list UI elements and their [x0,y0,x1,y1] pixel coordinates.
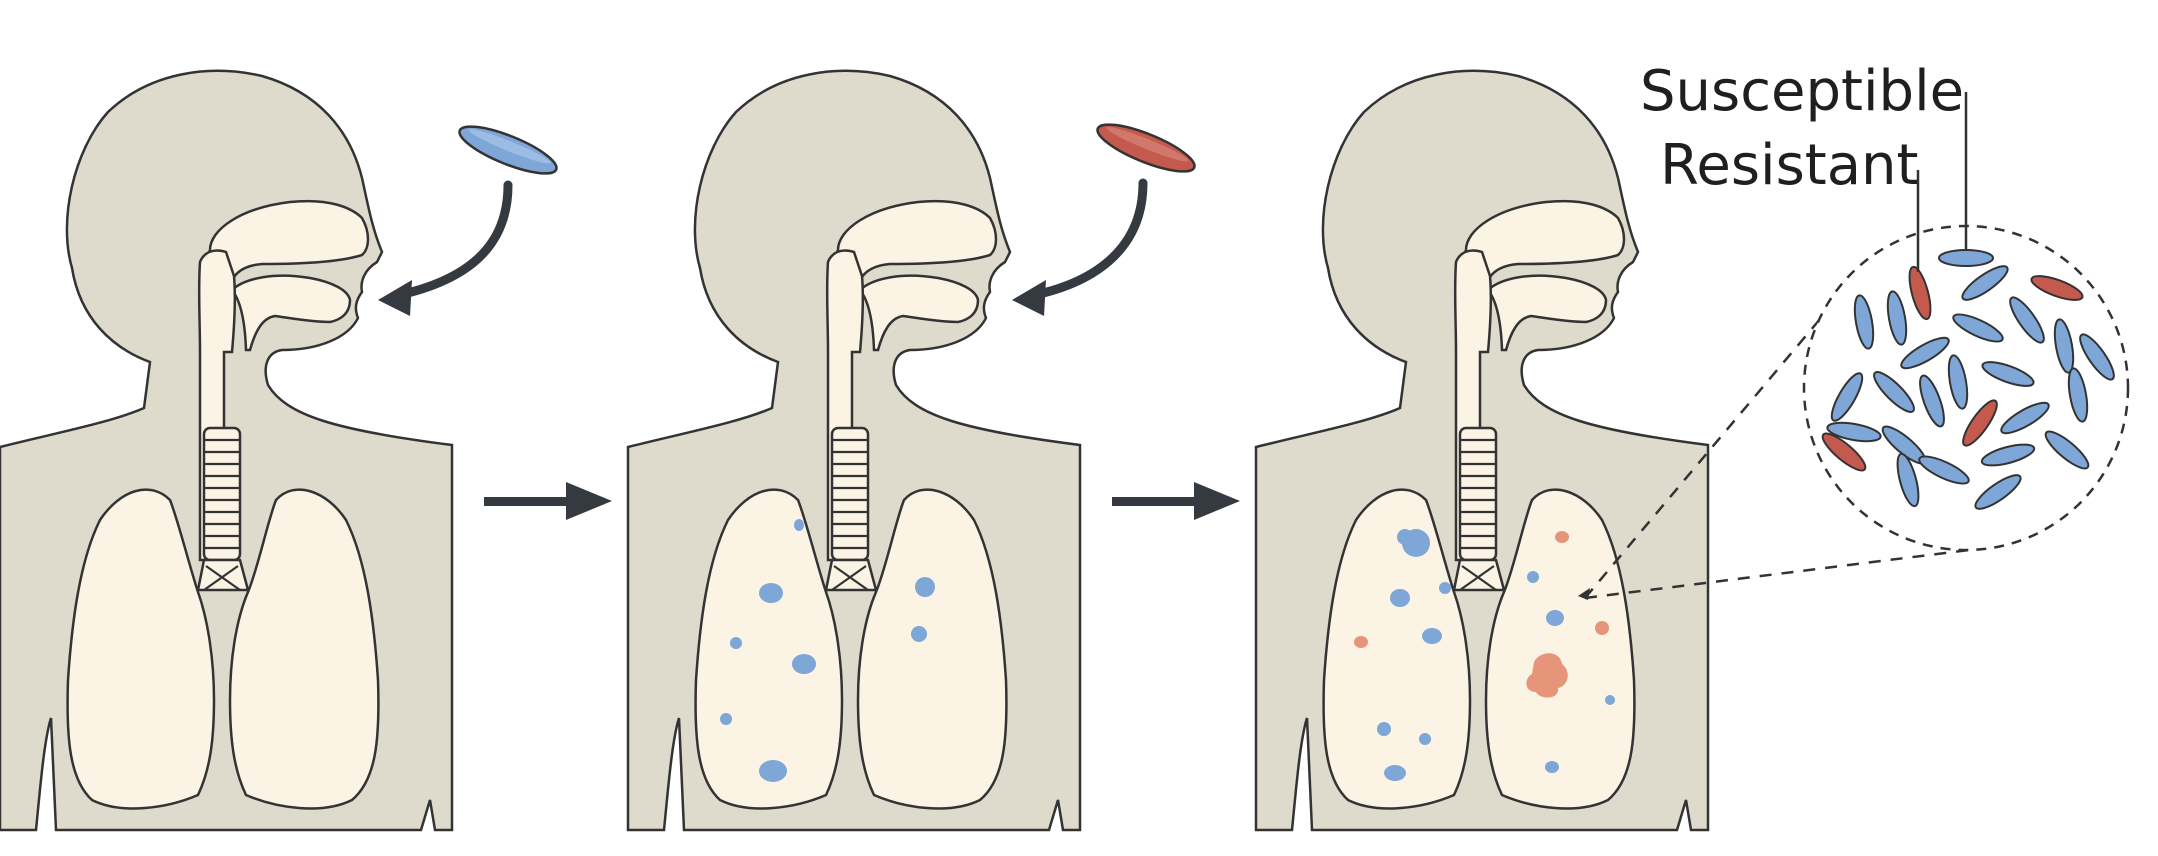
resistant-label: Resistant [1660,133,1918,198]
right-arrow-icon [1112,482,1240,520]
mixed-lesions [1354,529,1615,781]
susceptible-lesions [720,519,935,782]
human-figure [1254,69,1710,832]
magnifier-circle-icon [1802,224,2130,552]
curved-arrow-icon [390,180,513,301]
magnification-leaders [1578,311,1986,600]
susceptible-label: Susceptible [1640,59,1964,124]
legend-labels: Susceptible Resistant [1640,59,1968,272]
bacterium-icon [1091,114,1201,182]
panel-3 [1254,69,1710,832]
bacterium-icon [453,116,563,184]
curved-arrow-icon [1025,178,1148,301]
curved-arrow-icon-head [1012,280,1046,316]
panel-1 [0,69,563,832]
curved-arrow-icon-head [378,280,412,316]
human-figure [0,69,454,832]
panel-2 [626,69,1201,832]
human-figure [626,69,1082,832]
right-arrow-icon [484,482,612,520]
